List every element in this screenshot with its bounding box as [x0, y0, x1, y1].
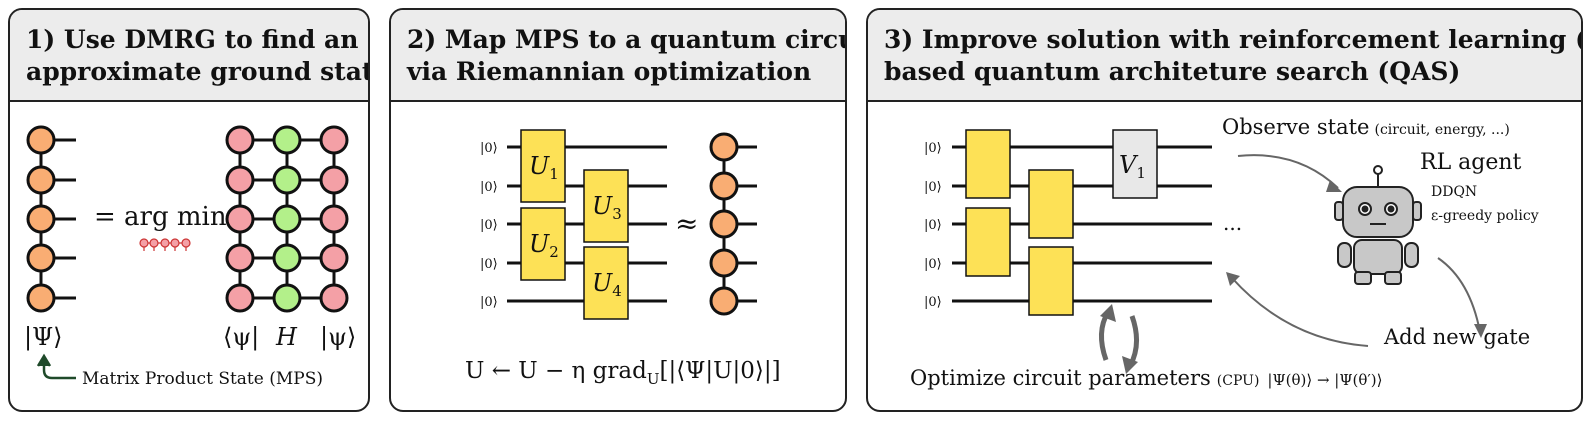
- panel-circuit-mapping: 2) Map MPS to a quantum circuit via Riem…: [389, 8, 847, 412]
- title-line-2: via Riemannian optimization: [407, 57, 812, 86]
- ddqn-label: DDQN: [1431, 184, 1477, 200]
- qubit-label: |0⟩: [924, 180, 942, 195]
- qubit-label: |0⟩: [924, 218, 942, 233]
- add-gate-arrowhead: [1474, 324, 1487, 338]
- rl-diagram: |0⟩ |0⟩ |0⟩ |0⟩ |0⟩ V1 ...: [910, 115, 1539, 390]
- mps-label: Matrix Product State (MPS): [82, 369, 323, 389]
- unitary-gates: [520, 129, 629, 320]
- qubit-labels: |0⟩ |0⟩ |0⟩ |0⟩ |0⟩: [480, 141, 498, 310]
- qubit-label: |0⟩: [480, 218, 498, 233]
- ellipsis: ...: [1223, 211, 1242, 235]
- expectation-network: [225, 125, 349, 313]
- gate-v1-label: V1: [1119, 151, 1146, 182]
- qubit-label: |0⟩: [480, 257, 498, 272]
- mps-node: [26, 165, 56, 195]
- gate-u1: [520, 129, 566, 203]
- policy-label: ε-greedy policy: [1431, 208, 1539, 224]
- rl-agent-label: RL agent: [1420, 150, 1522, 175]
- ket-psi-small-label: |ψ⟩: [320, 323, 356, 352]
- gate-u3: [583, 169, 629, 243]
- circuit-diagram: |0⟩ |0⟩ |0⟩ |0⟩ |0⟩ U1 U2 U3 U4 ≈: [465, 129, 781, 388]
- observe-state-label: Observe state(circuit, energy, ...): [1222, 115, 1510, 139]
- panel-rl-qas: 3) Improve solution with reinforcement l…: [866, 8, 1583, 412]
- qubit-label: |0⟩: [924, 295, 942, 310]
- title-line-1: 3) Improve solution with reinforcement l…: [884, 25, 1583, 54]
- loop-arrowhead: [1100, 304, 1116, 322]
- riemannian-update-rule: U ← U − η gradU[|⟨Ψ|U|0⟩|]: [465, 358, 781, 388]
- panel-header: 2) Map MPS to a quantum circuit via Riem…: [391, 10, 845, 102]
- mps-node: [26, 204, 56, 234]
- ket-psi-label: |Ψ⟩: [24, 323, 63, 352]
- mps-node: [26, 283, 56, 313]
- panel-title: 3) Improve solution with reinforcement l…: [884, 24, 1583, 88]
- gate-u4: [583, 246, 629, 320]
- mini-mps-icon: [139, 238, 191, 251]
- bra-psi-label: ⟨ψ|: [223, 323, 259, 352]
- target-mps: [709, 132, 757, 316]
- parameterized-gates: [965, 129, 1074, 316]
- add-gate-label: Add new gate: [1383, 325, 1530, 349]
- panel-title: 1) Use DMRG to find an approximate groun…: [26, 24, 370, 88]
- title-line-2: based quantum architeture search (QAS): [884, 57, 1461, 86]
- optimization-loop-icon: [1099, 310, 1139, 368]
- title-line-1: 1) Use DMRG to find an: [26, 25, 359, 54]
- gate-labels: U1 U2 U3 U4: [529, 152, 622, 300]
- apply-arrowhead: [1226, 272, 1240, 286]
- loop-arrowhead: [1122, 356, 1138, 374]
- svg-text:U2: U2: [529, 230, 559, 261]
- title-line-1: 2) Map MPS to a quantum circuit: [407, 25, 847, 54]
- robot-agent-icon: [1334, 165, 1422, 285]
- mps-node: [26, 243, 56, 273]
- optimize-label: Optimize circuit parameters(CPU)|Ψ(θ)⟩ →…: [910, 366, 1383, 390]
- panel-title: 2) Map MPS to a quantum circuit via Riem…: [407, 24, 847, 88]
- flow-arrows: [1231, 154, 1481, 347]
- gate-u2: [520, 207, 566, 281]
- qubit-label: |0⟩: [924, 141, 942, 156]
- qubit-label: |0⟩: [924, 257, 942, 272]
- panel-header: 3) Improve solution with reinforcement l…: [868, 10, 1581, 102]
- svg-text:U4: U4: [592, 269, 622, 300]
- mps-pointer-arrow: [36, 353, 76, 380]
- qubit-labels: |0⟩ |0⟩ |0⟩ |0⟩ |0⟩: [924, 141, 942, 310]
- qubit-label: |0⟩: [480, 141, 498, 156]
- qubit-label: |0⟩: [480, 295, 498, 310]
- observe-arrowhead: [1326, 180, 1342, 192]
- hamiltonian-label: H: [275, 323, 298, 351]
- approx-symbol: ≈: [675, 207, 698, 240]
- mps-chain: [26, 125, 76, 313]
- title-line-2: approximate ground state: [26, 57, 370, 86]
- gate-v1: [1112, 129, 1158, 199]
- qubit-label: |0⟩: [480, 180, 498, 195]
- equals-argmin: = arg min: [94, 202, 227, 232]
- mps-node: [26, 125, 56, 155]
- panel-header: 1) Use DMRG to find an approximate groun…: [10, 10, 368, 102]
- panel-dmrg: 1) Use DMRG to find an approximate groun…: [8, 8, 370, 412]
- dmrg-diagram: = arg min: [24, 125, 356, 389]
- svg-text:U3: U3: [592, 192, 622, 223]
- svg-text:U1: U1: [529, 152, 559, 183]
